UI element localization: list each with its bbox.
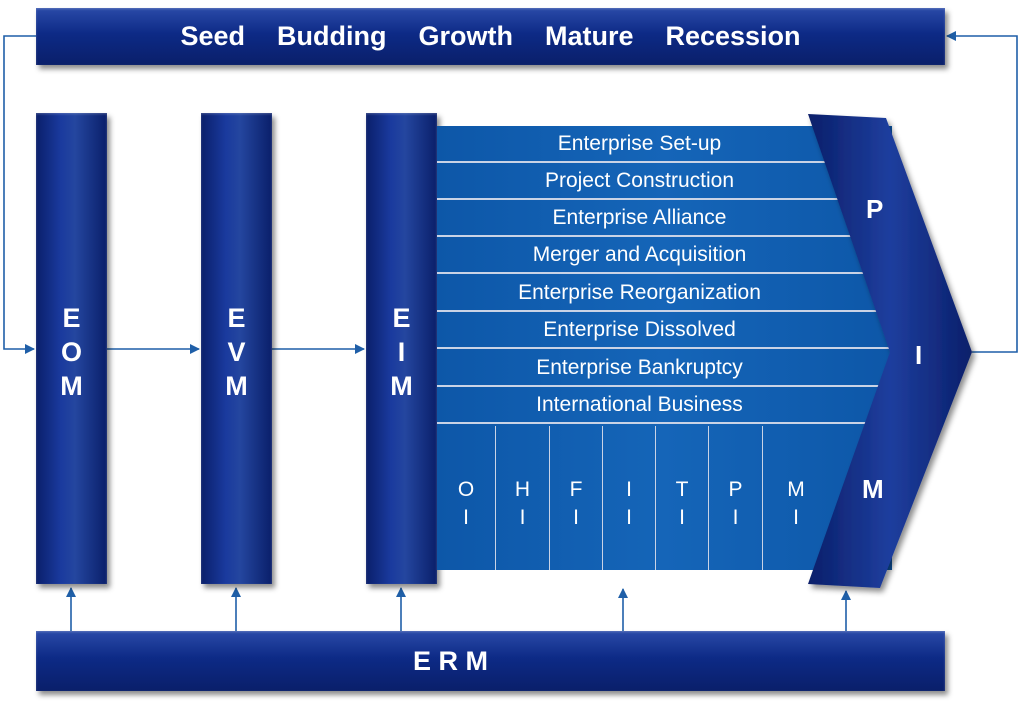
function-cell-bottom: I (519, 506, 526, 529)
feedback-arrow-left (3, 35, 36, 354)
function-cell-bottom: I (573, 506, 579, 529)
stage-growth: Growth (418, 21, 513, 51)
activity-row: Enterprise Dissolved (437, 312, 892, 349)
function-cell: I I (603, 426, 656, 570)
pim-letter: M (862, 474, 884, 504)
evm-column: E V M (201, 113, 272, 584)
pim-letter: I (915, 340, 923, 370)
activity-row: Project Construction (437, 163, 892, 200)
eom-letter: E (62, 303, 81, 333)
eim-letter: I (397, 337, 406, 367)
function-cell-bottom: I (732, 506, 739, 529)
function-cell: H I (496, 426, 550, 570)
stage-mature: Mature (544, 21, 634, 51)
function-cell-bottom: I (463, 506, 469, 529)
function-cell-bottom: I (679, 506, 685, 529)
eim-column: E I M (366, 113, 437, 584)
function-cell-top: I (626, 478, 632, 501)
function-cell-top: T (675, 478, 689, 501)
pim-letter: P (866, 194, 884, 224)
function-cell-top: M (787, 478, 805, 501)
activities-panel: Enterprise Set-up Project Construction E… (437, 126, 892, 570)
activity-row: International Business (437, 387, 892, 424)
erm-bar: E R M (36, 631, 945, 691)
function-cell: P I (709, 426, 763, 570)
feedback-arrow-right (946, 31, 1018, 353)
stage-recession: Recession (665, 21, 801, 51)
activity-row: Enterprise Reorganization (437, 275, 892, 312)
lifecycle-stages-bar: Seed Budding Growth Mature Recession (36, 8, 945, 65)
function-cell-top: O (457, 478, 475, 501)
function-cell-top: H (514, 478, 531, 501)
evm-letter: E (227, 303, 246, 333)
eim-letter: E (392, 303, 411, 333)
function-cell: T I (656, 426, 709, 570)
activity-row: Enterprise Alliance (437, 200, 892, 237)
function-cell-bottom: I (626, 506, 632, 529)
function-cell-bottom: I (793, 506, 799, 529)
eom-letter: M (60, 371, 83, 401)
function-cell-top: F (569, 478, 583, 501)
function-cell: F I (550, 426, 603, 570)
function-cell: M I (763, 426, 829, 570)
evm-letter: M (225, 371, 248, 401)
stage-seed: Seed (180, 21, 245, 51)
activity-row: Enterprise Set-up (437, 126, 892, 163)
activity-row: Enterprise Bankruptcy (437, 350, 892, 387)
eim-letter: M (390, 371, 413, 401)
stage-budding: Budding (276, 21, 387, 51)
function-cell-top: P (728, 478, 743, 501)
eom-letter: O (60, 337, 82, 367)
function-cell: O I (437, 426, 496, 570)
erm-label: E R M (412, 645, 488, 676)
eom-column: E O M (36, 113, 107, 584)
evm-letter: V (227, 337, 246, 367)
activity-row: Merger and Acquisition (437, 237, 892, 274)
